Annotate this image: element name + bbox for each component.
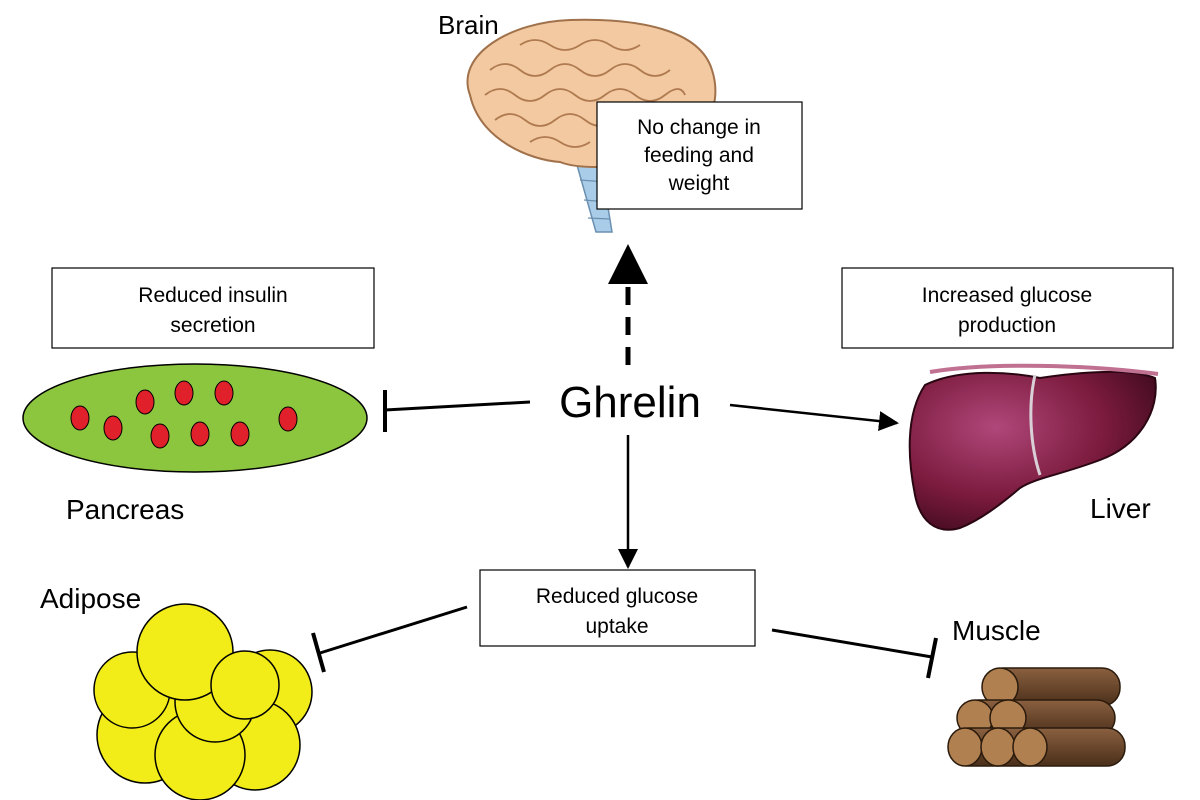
- ghrelin-label: Ghrelin: [559, 378, 701, 427]
- pancreas-label: Pancreas: [66, 494, 184, 525]
- brain-effect-line-3: weight: [668, 172, 730, 195]
- pancreas-effect-line-2: secretion: [170, 314, 255, 337]
- brain-effect-line-2: feeding and: [644, 144, 754, 167]
- liver-illustration: [908, 363, 1159, 531]
- muscle-inhibition: [771, 628, 938, 679]
- liver-label: Liver: [1090, 493, 1151, 524]
- adipose-label: Adipose: [40, 583, 141, 614]
- liver-effect-box: [841, 267, 1174, 349]
- liver-arrow: [729, 403, 899, 432]
- adipose-illustration: [93, 603, 313, 800]
- muscle-illustration: [947, 667, 1126, 767]
- brain-effect-line-1: No change in: [637, 116, 761, 139]
- pancreas-effect-line-1: Reduced insulin: [138, 284, 287, 307]
- adipose-inhibition: [311, 605, 468, 673]
- brain-label: Brain: [438, 10, 499, 40]
- brain-effect-box: [596, 101, 803, 210]
- pancreas-inhibition: [383, 390, 531, 432]
- uptake-effect-line-2: uptake: [585, 615, 648, 638]
- pancreas-illustration: [22, 363, 368, 473]
- liver-effect-line-1: Increased glucose: [922, 284, 1092, 307]
- uptake-effect-line-1: Reduced glucose: [536, 585, 698, 608]
- muscle-label: Muscle: [952, 615, 1041, 646]
- uptake-effect-box: [479, 569, 756, 647]
- pancreas-effect-box: [51, 267, 375, 349]
- liver-effect-line-2: production: [958, 314, 1056, 337]
